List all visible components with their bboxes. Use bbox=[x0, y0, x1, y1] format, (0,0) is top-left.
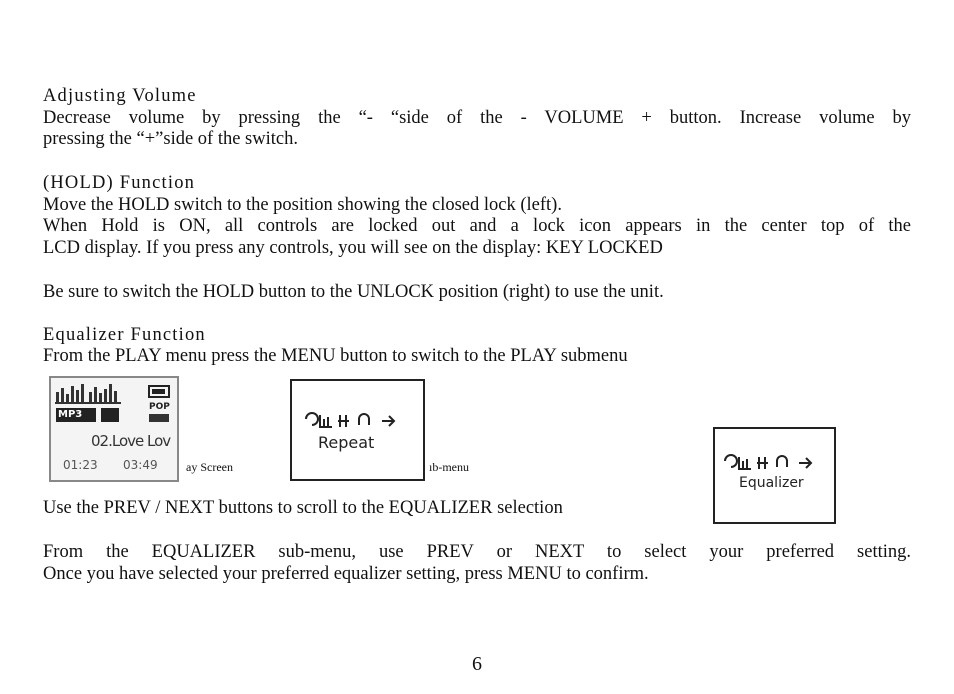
play-screen-graphics bbox=[55, 384, 170, 422]
play-screen-caption: ay Screen bbox=[186, 460, 233, 474]
equalizer-text-line-2: Use the PREV / NEXT buttons to scroll to… bbox=[43, 498, 563, 518]
section-heading-equalizer: Equalizer Function bbox=[43, 325, 206, 345]
equalizer-icons bbox=[724, 454, 813, 470]
elapsed-time: 01:23 bbox=[63, 458, 98, 472]
equalizer-selected-label: Equalizer bbox=[739, 475, 804, 491]
format-badge: MP3 bbox=[58, 409, 83, 420]
volume-text-line-2: pressing the “+”side of the switch. bbox=[43, 129, 298, 149]
hold-text-line-4: Be sure to switch the HOLD button to the… bbox=[43, 282, 664, 302]
total-time: 03:49 bbox=[123, 458, 158, 472]
equalizer-screen-image: Equalizer bbox=[713, 427, 836, 524]
section-heading-hold: (HOLD) Function bbox=[43, 173, 196, 193]
hold-text-line-3: LCD display. If you press any controls, … bbox=[43, 238, 663, 258]
submenu-icons bbox=[305, 412, 396, 428]
equalizer-text-line-3: From the EQUALIZER sub-menu, use PREV or… bbox=[43, 542, 911, 562]
page-number: 6 bbox=[472, 653, 482, 675]
volume-text-line-1: Decrease volume by pressing the “- “side… bbox=[43, 108, 911, 128]
play-screen-image: MP3 POP 02.Love Lov 01:23 03:49 bbox=[49, 376, 179, 482]
hold-text-line-1: Move the HOLD switch to the position sho… bbox=[43, 195, 562, 215]
eq-badge: POP bbox=[149, 402, 170, 412]
equalizer-text-line-1: From the PLAY menu press the MENU button… bbox=[43, 346, 628, 366]
hold-text-line-2: When Hold is ON, all controls are locked… bbox=[43, 216, 911, 236]
submenu-caption: ıb-menu bbox=[429, 460, 469, 474]
section-heading-volume: Adjusting Volume bbox=[43, 86, 197, 106]
equalizer-text-line-4: Once you have selected your preferred eq… bbox=[43, 564, 649, 584]
submenu-selected-label: Repeat bbox=[318, 433, 375, 452]
submenu-screen-image: Repeat bbox=[290, 379, 425, 481]
track-title: 02.Love Lov bbox=[91, 432, 171, 450]
